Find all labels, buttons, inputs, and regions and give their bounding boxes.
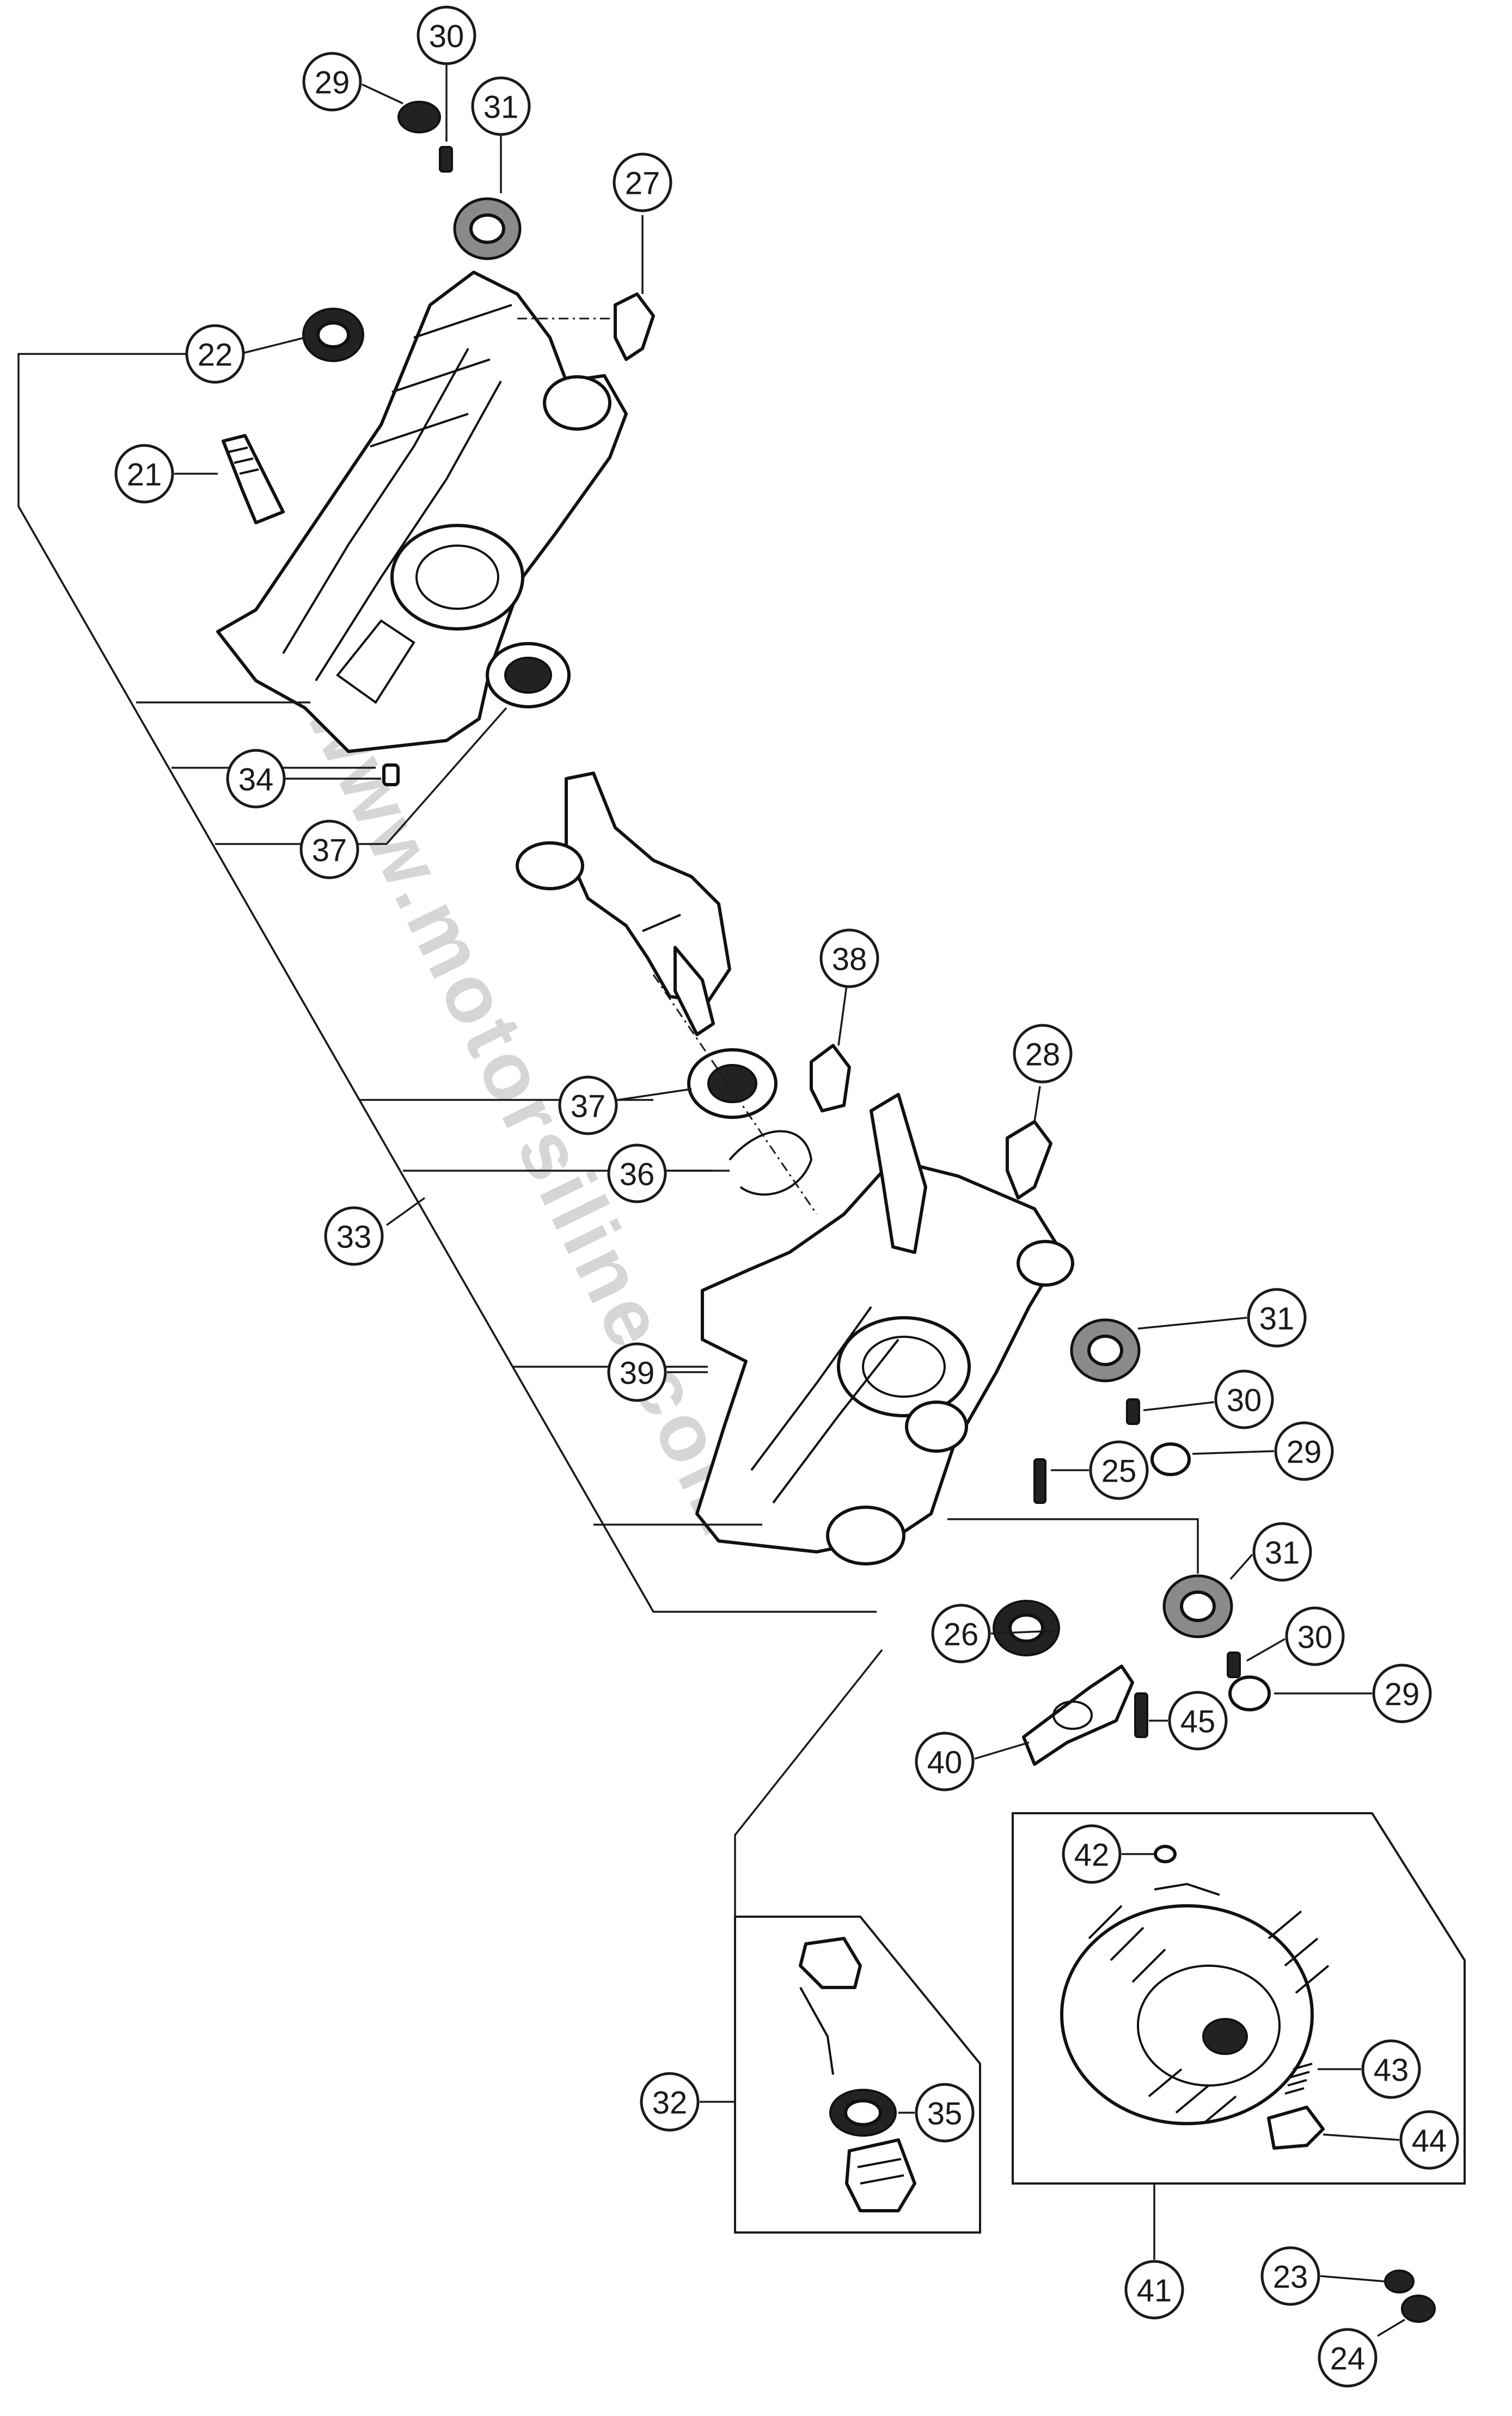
buffer-set-middle — [1033, 1318, 1191, 1504]
crankcase-half-upper — [216, 271, 628, 753]
callout-31-top: 31 — [471, 76, 531, 136]
callout-30-lower: 30 — [1285, 1606, 1345, 1666]
svg-text:25: 25 — [1101, 1454, 1137, 1489]
flywheel-box — [1012, 1812, 1466, 2185]
callout-24: 24 — [1318, 2328, 1378, 2388]
nut-42 — [1154, 1845, 1177, 1863]
svg-text:39: 39 — [620, 1356, 655, 1391]
callout-40: 40 — [915, 1732, 975, 1791]
svg-text:30: 30 — [429, 19, 464, 54]
callout-37-lower: 37 — [558, 1075, 618, 1135]
svg-text:31: 31 — [1259, 1301, 1295, 1337]
callout-38: 38 — [819, 928, 879, 988]
svg-text:35: 35 — [927, 2096, 963, 2132]
callout-22: 22 — [185, 324, 245, 384]
svg-text:29: 29 — [1287, 1435, 1322, 1470]
flywheel — [1060, 1882, 1330, 2125]
svg-text:29: 29 — [315, 65, 350, 101]
bracket-38 — [810, 1044, 851, 1112]
svg-text:30: 30 — [1297, 1620, 1333, 1655]
buffer-set-lower — [1162, 1574, 1271, 1711]
callout-21: 21 — [114, 444, 174, 504]
svg-text:26: 26 — [944, 1617, 979, 1653]
callout-31-middle: 31 — [1247, 1288, 1307, 1348]
svg-text:31: 31 — [483, 90, 519, 125]
pawl-44 — [1267, 2106, 1325, 2150]
bracket-28 — [1006, 1120, 1052, 1200]
svg-text:27: 27 — [625, 166, 660, 201]
nut-24 — [1401, 2295, 1436, 2323]
callout-33: 33 — [324, 1206, 384, 1266]
gasket-40 — [1022, 1665, 1134, 1766]
circlip-36 — [729, 1130, 813, 1196]
bracket-27 — [614, 292, 655, 361]
svg-text:29: 29 — [1385, 1677, 1420, 1712]
crankshaft — [516, 772, 731, 1036]
pin-34 — [382, 763, 400, 786]
svg-text:44: 44 — [1412, 2124, 1447, 2159]
washer-23 — [1384, 2270, 1415, 2293]
callout-43: 43 — [1361, 2039, 1421, 2099]
oil-pump-parts — [799, 1937, 916, 2212]
svg-text:40: 40 — [927, 1745, 963, 1781]
callout-35: 35 — [915, 2083, 975, 2143]
callout-23: 23 — [1260, 2246, 1320, 2306]
callout-44: 44 — [1399, 2110, 1459, 2170]
oil-seal-lower — [993, 1600, 1060, 1656]
svg-text:45: 45 — [1180, 1704, 1216, 1740]
svg-text:36: 36 — [620, 1157, 655, 1192]
crankcase-half-lower — [695, 1093, 1074, 1565]
callout-29-top: 29 — [302, 52, 362, 112]
bolt-21 — [222, 434, 285, 524]
callout-26: 26 — [931, 1604, 991, 1663]
svg-text:38: 38 — [832, 942, 867, 977]
svg-text:24: 24 — [1330, 2341, 1366, 2377]
bearing-upper — [486, 642, 571, 708]
callout-39: 39 — [607, 1342, 667, 1402]
svg-text:21: 21 — [127, 457, 162, 493]
svg-text:22: 22 — [198, 338, 233, 373]
svg-text:42: 42 — [1074, 1838, 1110, 1873]
svg-text:28: 28 — [1025, 1037, 1061, 1073]
svg-text:31: 31 — [1265, 1536, 1300, 1571]
watermark-text: www.motorsiline.com — [289, 680, 776, 1551]
callout-30-middle: 30 — [1214, 1369, 1274, 1429]
callout-41: 41 — [1124, 2260, 1184, 2320]
callout-36: 36 — [607, 1143, 667, 1203]
callout-45: 45 — [1168, 1691, 1228, 1751]
callout-37-upper: 37 — [299, 819, 359, 879]
callout-34: 34 — [226, 749, 286, 809]
svg-text:37: 37 — [571, 1089, 606, 1124]
svg-text:43: 43 — [1374, 2053, 1409, 2088]
callout-30-top: 30 — [417, 5, 476, 65]
callout-27: 27 — [613, 152, 672, 212]
callout-31-lower: 31 — [1252, 1522, 1312, 1582]
callout-32: 32 — [640, 2072, 700, 2132]
screw-45 — [1134, 1692, 1148, 1738]
callout-25: 25 — [1089, 1440, 1149, 1500]
oil-seal-upper — [302, 308, 364, 362]
callout-29-middle: 29 — [1274, 1421, 1334, 1481]
spring-43 — [1284, 2063, 1313, 2095]
bearing-lower — [687, 1048, 778, 1119]
oil-pump-box — [734, 1916, 981, 2234]
svg-text:41: 41 — [1137, 2273, 1172, 2309]
svg-text:23: 23 — [1273, 2260, 1308, 2295]
callout-42: 42 — [1062, 1824, 1122, 1884]
svg-text:37: 37 — [312, 833, 347, 868]
svg-text:34: 34 — [238, 762, 274, 798]
callout-28: 28 — [1013, 1024, 1073, 1084]
buffer-set-top — [397, 101, 522, 260]
svg-text:32: 32 — [652, 2085, 688, 2121]
callout-29-lower: 29 — [1372, 1663, 1432, 1723]
svg-text:30: 30 — [1227, 1383, 1262, 1418]
svg-text:33: 33 — [336, 1220, 372, 1255]
